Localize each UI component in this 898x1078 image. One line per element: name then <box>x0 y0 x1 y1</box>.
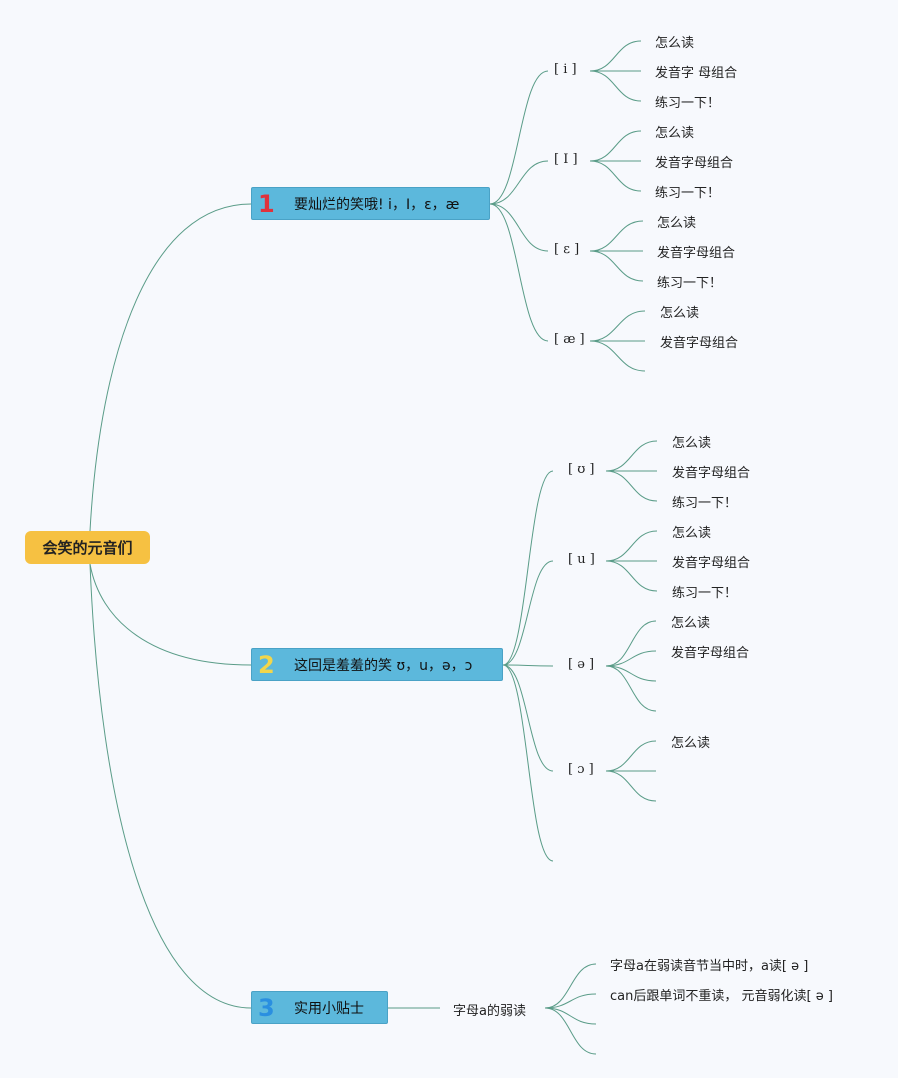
topic-3-tip-2[interactable]: can后跟单词不重读， 元音弱化读[ ə ] <box>610 989 833 1004</box>
topic-2-phoneme-3-leaf-2[interactable]: 发音字母组合 <box>671 646 750 661</box>
topic-2-node[interactable]: 2 这回是羞羞的笑 ʊ，u，ə，ɔ <box>251 648 503 681</box>
topic-3-number-badge: 3 <box>258 994 275 1022</box>
connector-line-3 <box>89 563 252 1009</box>
topic-2-phoneme-1-leaf-3[interactable]: 练习一下！ <box>672 496 738 511</box>
topic-2-phoneme-2-leaf-2[interactable]: 发音字母组合 <box>672 556 751 571</box>
connector-line-2 <box>89 563 252 666</box>
connector-line-39 <box>544 963 597 1009</box>
topic-3-node[interactable]: 3 实用小贴士 <box>251 991 388 1024</box>
topic-3-tip-1[interactable]: 字母a在弱读音节当中时，a读[ ə ] <box>610 959 809 974</box>
topic-1-phoneme-1-leaf-3[interactable]: 练习一下！ <box>655 96 721 111</box>
topic-1-phoneme-2-leaf-2[interactable]: 发音字母组合 <box>655 156 734 171</box>
topic-1-number-badge: 1 <box>258 190 275 218</box>
topic-1-phoneme-3[interactable]: [ ε ] <box>554 242 580 257</box>
topic-2-phoneme-3-leaf-1[interactable]: 怎么读 <box>671 616 711 631</box>
topic-2-phoneme-2[interactable]: [ u ] <box>568 552 595 567</box>
topic-1-phoneme-2-leaf-1[interactable]: 怎么读 <box>655 126 695 141</box>
topic-1-phoneme-3-leaf-1[interactable]: 怎么读 <box>657 216 697 231</box>
topic-1-node[interactable]: 1 要灿烂的笑哦! i，I，ε，æ <box>251 187 490 220</box>
connector-line-16 <box>589 250 644 282</box>
connector-line-42 <box>544 1007 597 1055</box>
topic-2-phoneme-1-leaf-1[interactable]: 怎么读 <box>672 436 712 451</box>
topic-1-phoneme-4-leaf-1[interactable]: 怎么读 <box>660 306 700 321</box>
topic-2-phoneme-2-leaf-3[interactable]: 练习一下！ <box>672 586 738 601</box>
topic-1-phoneme-1-leaf-2[interactable]: 发音字 母组合 <box>655 66 738 81</box>
connector-line-20 <box>502 470 554 666</box>
connector-line-32 <box>605 650 657 667</box>
connector-line-34 <box>605 665 657 712</box>
connector-line-7 <box>489 203 549 342</box>
connector-line-8 <box>589 40 642 72</box>
topic-2-phoneme-3[interactable]: [ ə ] <box>568 657 595 672</box>
topic-3-label: 实用小贴士 <box>294 1000 364 1017</box>
topic-1-phoneme-4-leaf-2[interactable]: 发音字母组合 <box>660 336 739 351</box>
connector-line-24 <box>502 664 554 862</box>
connector-line-40 <box>544 993 597 1009</box>
topic-1-phoneme-2[interactable]: [ I ] <box>554 152 578 167</box>
connector-line-6 <box>489 203 549 252</box>
connector-line-10 <box>589 70 642 102</box>
topic-2-phoneme-1[interactable]: [ ʊ ] <box>568 462 595 477</box>
connector-line-4 <box>489 70 549 205</box>
connector-line-30 <box>605 560 658 592</box>
connector-line-11 <box>589 130 642 162</box>
connector-line-41 <box>544 1007 597 1025</box>
connector-line-19 <box>589 340 646 372</box>
topic-1-phoneme-1[interactable]: [ i ] <box>554 62 577 77</box>
connector-line-21 <box>502 560 554 666</box>
topic-1-label: 要灿烂的笑哦! i，I，ε，æ <box>294 196 460 213</box>
connector-line-27 <box>605 470 658 502</box>
connector-line-25 <box>605 440 658 472</box>
topic-1-phoneme-1-leaf-1[interactable]: 怎么读 <box>655 36 695 51</box>
connector-line-5 <box>489 160 549 205</box>
connector-line-31 <box>605 620 657 667</box>
topic-1-phoneme-2-leaf-3[interactable]: 练习一下！ <box>655 186 721 201</box>
topic-2-phoneme-4-leaf-1[interactable]: 怎么读 <box>671 736 711 751</box>
topic-3-subtopic[interactable]: 字母a的弱读 <box>453 1004 526 1019</box>
topic-1-phoneme-3-leaf-2[interactable]: 发音字母组合 <box>657 246 736 261</box>
connector-line-23 <box>502 664 554 772</box>
connector-line-35 <box>605 740 657 772</box>
connector-line-13 <box>589 160 642 192</box>
topic-2-phoneme-1-leaf-2[interactable]: 发音字母组合 <box>672 466 751 481</box>
connector-line-37 <box>605 770 657 802</box>
topic-1-phoneme-3-leaf-3[interactable]: 练习一下！ <box>657 276 723 291</box>
topic-1-phoneme-4[interactable]: [ æ ] <box>554 332 585 347</box>
root-node[interactable]: 会笑的元音们 <box>25 531 150 564</box>
topic-2-number-badge: 2 <box>258 651 275 679</box>
topic-2-label: 这回是羞羞的笑 ʊ，u，ə，ɔ <box>294 657 473 674</box>
connector-line-33 <box>605 665 657 682</box>
topic-2-phoneme-2-leaf-1[interactable]: 怎么读 <box>672 526 712 541</box>
connector-line-17 <box>589 310 646 342</box>
connector-line-22 <box>502 664 554 667</box>
connector-line-14 <box>589 220 644 252</box>
connector-line-28 <box>605 530 658 562</box>
topic-2-phoneme-4[interactable]: [ ɔ ] <box>568 762 594 777</box>
connector-line-1 <box>89 203 252 532</box>
